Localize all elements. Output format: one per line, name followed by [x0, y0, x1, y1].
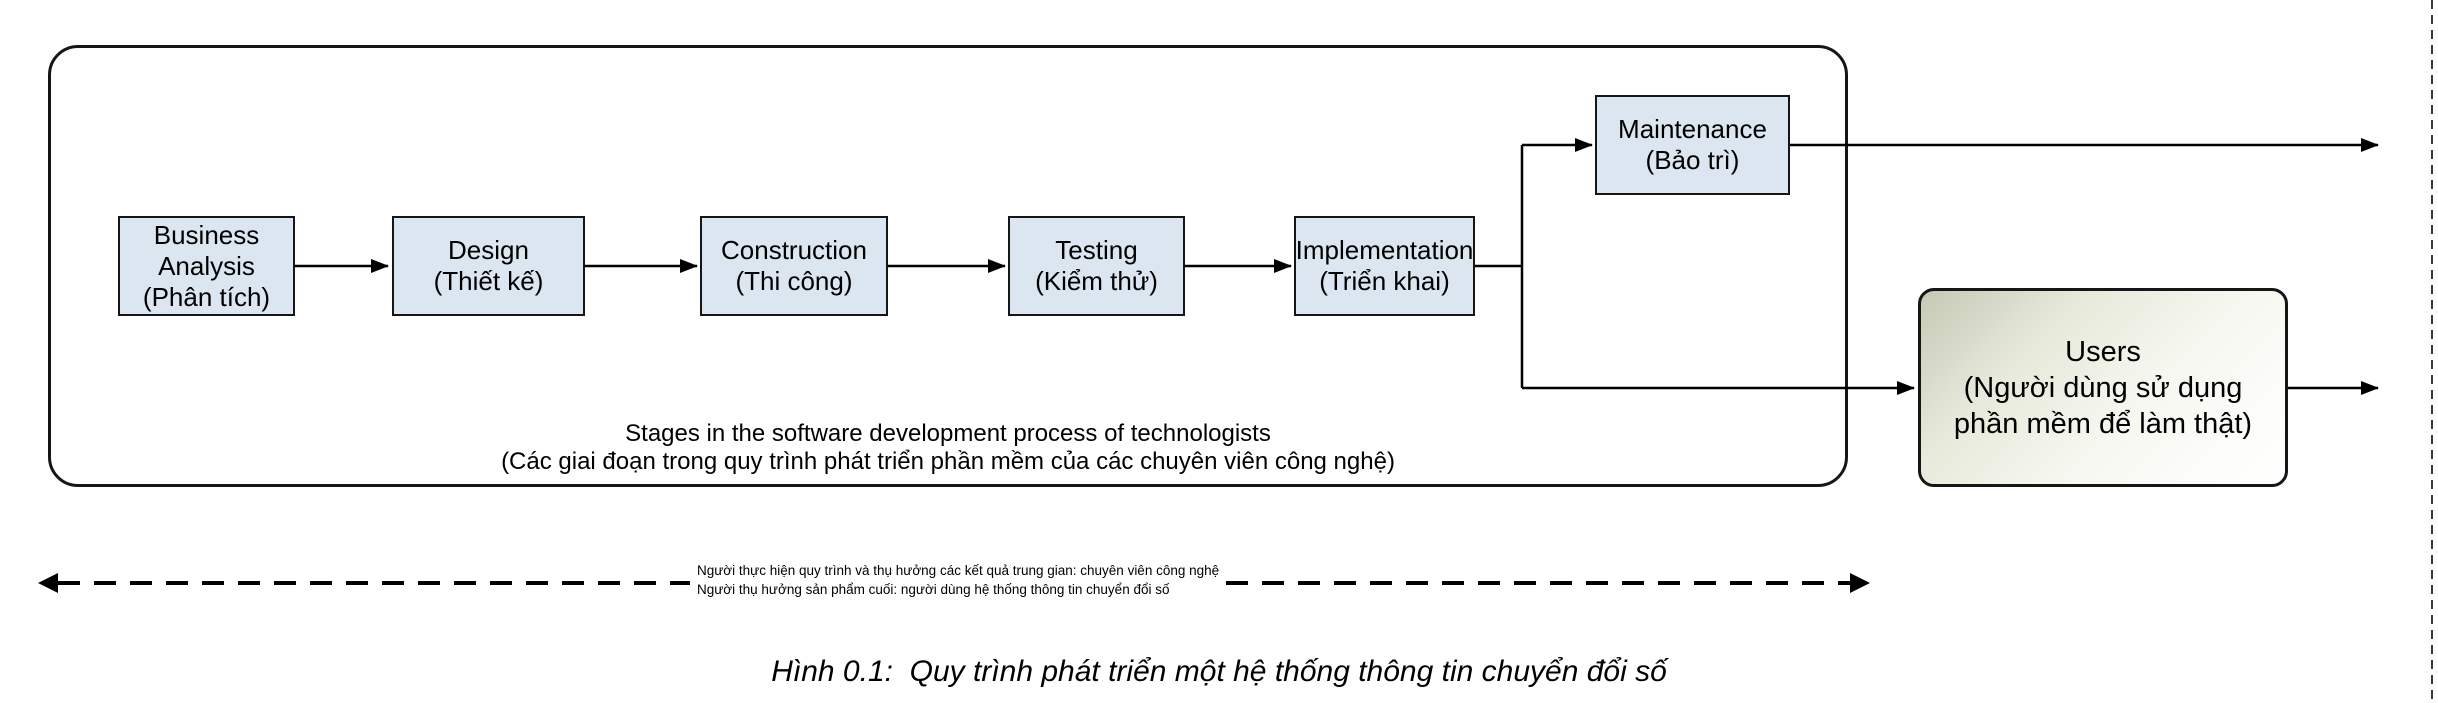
stage-name: Construction: [721, 235, 867, 265]
users-desc-line2: phần mềm để làm thật): [1953, 407, 2253, 440]
container-caption: Stages in the software development proce…: [48, 420, 1848, 476]
stage-name-vi: (Phân tích): [142, 281, 271, 312]
stage-name-vi: (Thi công): [735, 266, 853, 296]
dashed-note-line2: Người thụ hưởng sản phẩm cuối: người dùn…: [697, 582, 1170, 597]
stage-name-vi: (Thiết kế): [433, 266, 544, 296]
stage-name: Implementation: [1295, 235, 1474, 265]
dashed-note-line1: Người thực hiện quy trình và thụ hưởng c…: [697, 563, 1220, 578]
container-caption-line2: (Các giai đoạn trong quy trình phát triể…: [501, 448, 1395, 475]
users-desc-line1: (Người dùng sử dụng: [1963, 371, 2243, 404]
stage-box-testing: Testing (Kiểm thử): [1008, 216, 1185, 316]
stage-name-vi: (Kiểm thử): [1035, 266, 1158, 296]
stage-name-vi: (Bảo trì): [1645, 145, 1740, 175]
stage-name: Maintenance: [1618, 114, 1767, 144]
stage-box-maintenance: Maintenance (Bảo trì): [1595, 95, 1790, 195]
stage-name: Business Analysis: [153, 219, 260, 281]
dashed-line-note: Người thực hiện quy trình và thụ hưởng c…: [697, 561, 1219, 599]
container-caption-line1: Stages in the software development proce…: [625, 420, 1271, 447]
users-name: Users: [2065, 335, 2141, 368]
stage-box-design: Design (Thiết kế): [392, 216, 585, 316]
stage-box-business-analysis: Business Analysis (Phân tích): [118, 216, 295, 316]
users-box: Users (Người dùng sử dụng phần mềm để là…: [1918, 288, 2288, 487]
dashed-arrowhead-right: [1850, 573, 1870, 593]
figure-caption: Hình 0.1: Quy trình phát triển một hệ th…: [771, 655, 1667, 688]
dashed-arrowhead-left: [38, 573, 58, 593]
stage-name-vi: (Triển khai): [1319, 266, 1450, 296]
stage-box-implementation: Implementation (Triển khai): [1294, 216, 1475, 316]
stage-name: Testing: [1055, 235, 1138, 265]
stage-box-construction: Construction (Thi công): [700, 216, 888, 316]
stage-name: Design: [448, 235, 529, 265]
